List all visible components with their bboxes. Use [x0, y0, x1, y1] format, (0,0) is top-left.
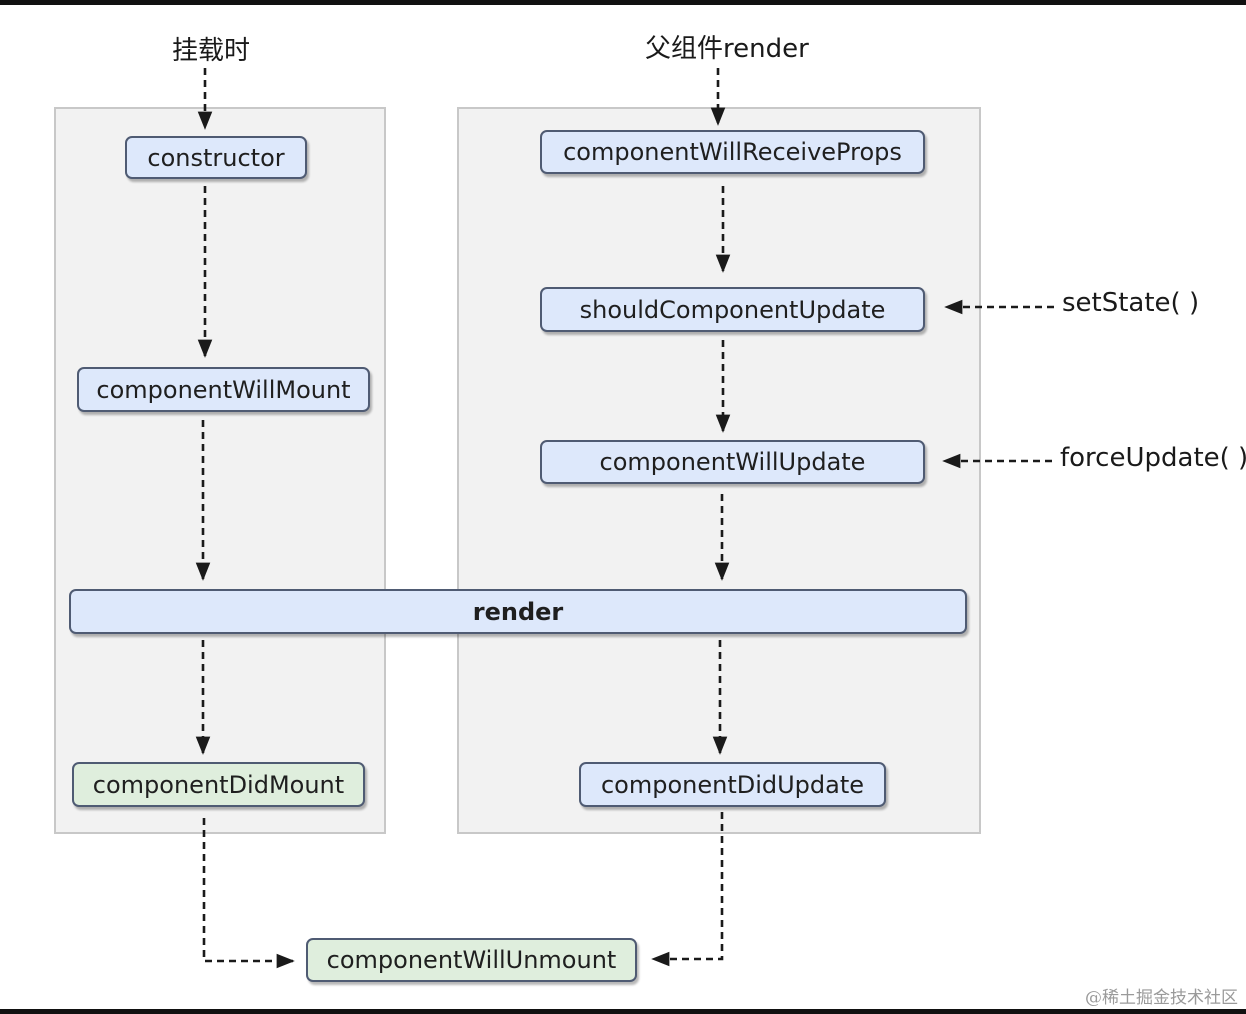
node-should-component-update: shouldComponentUpdate: [540, 287, 925, 332]
node-component-will-unmount: componentWillUnmount: [306, 938, 637, 982]
node-component-will-receive-props: componentWillReceiveProps: [540, 130, 925, 174]
node-component-did-update: componentDidUpdate: [579, 762, 886, 807]
mount-phase-label: 挂载时: [172, 36, 251, 66]
set-state-label: setState( ): [1062, 288, 1200, 318]
mount-panel: [54, 107, 386, 834]
update-phase-label: 父组件render: [645, 34, 809, 64]
top-border: [0, 0, 1246, 5]
node-render: render: [69, 589, 967, 634]
arrow-didmount-to-unmount: [202, 818, 295, 969]
node-constructor: constructor: [125, 136, 307, 179]
arrow-didupdate-to-unmount: [651, 812, 724, 967]
node-component-will-update: componentWillUpdate: [540, 440, 925, 484]
force-update-label: forceUpdate( ): [1060, 443, 1246, 473]
watermark: @稀土掘金技术社区: [1085, 988, 1238, 1008]
bottom-border: [0, 1009, 1246, 1014]
node-component-will-mount: componentWillMount: [77, 367, 370, 412]
node-component-did-mount: componentDidMount: [72, 762, 365, 807]
